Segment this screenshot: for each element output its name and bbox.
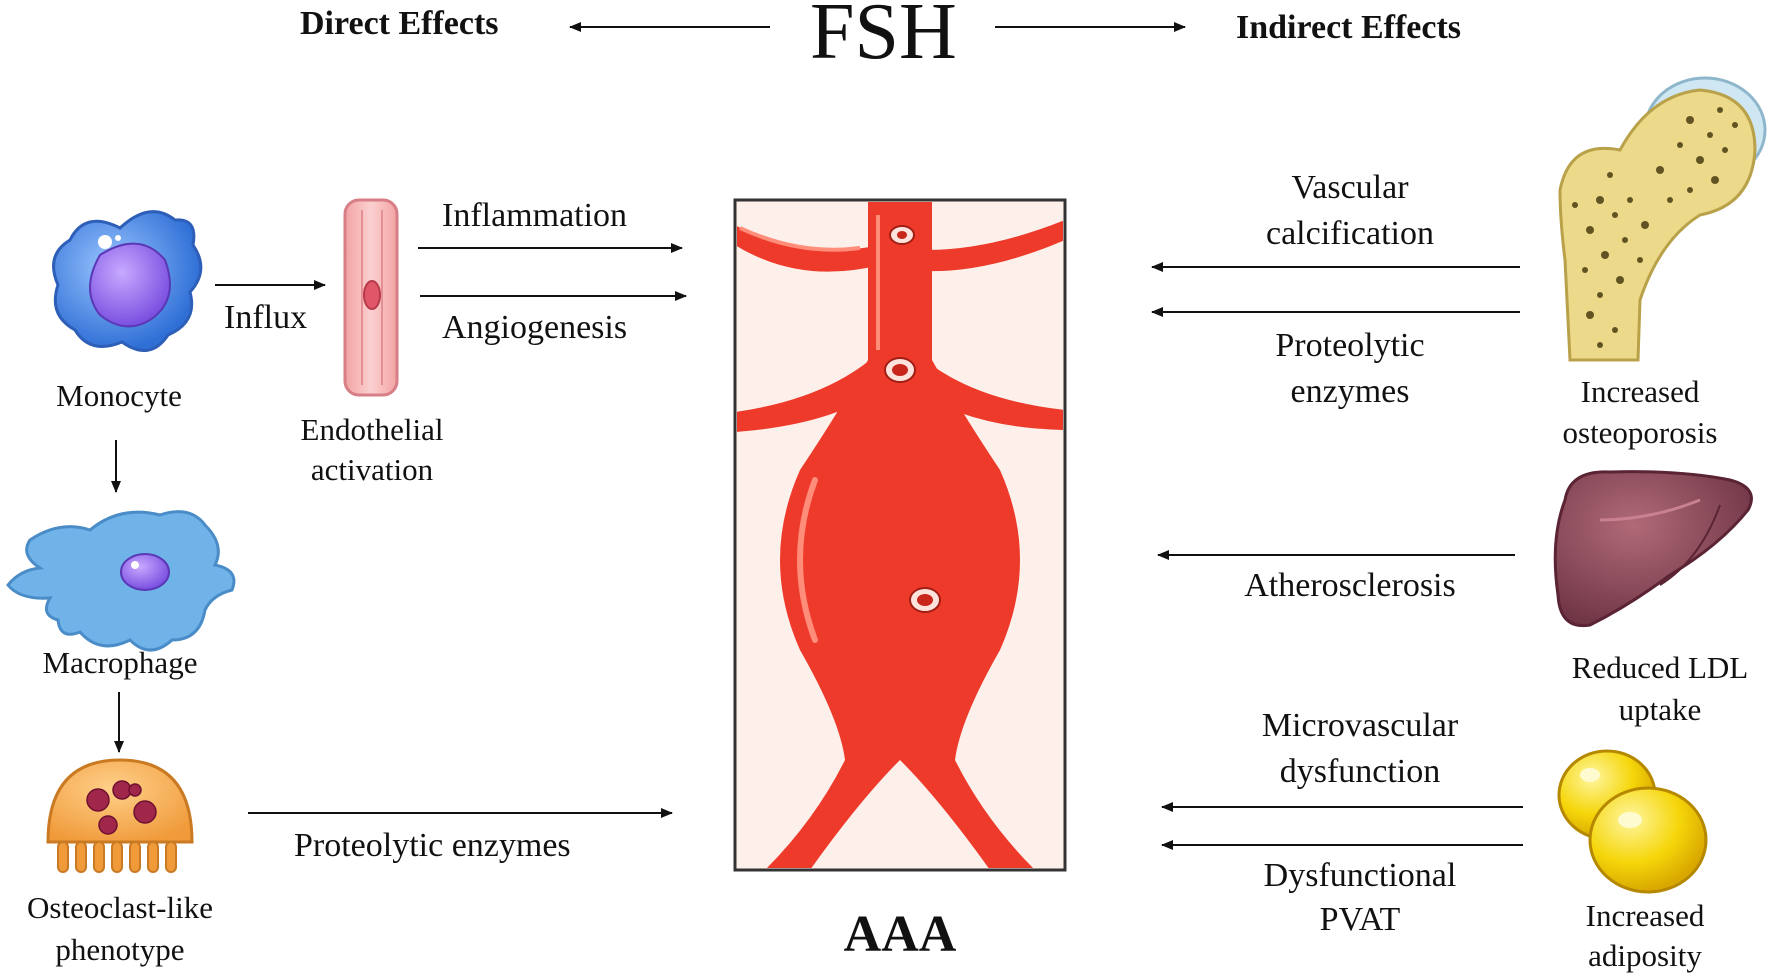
atherosclerosis-label: Atherosclerosis bbox=[1244, 567, 1456, 604]
monocyte-icon bbox=[52, 210, 203, 352]
adiposity-label-line2: adiposity bbox=[1588, 938, 1702, 973]
osteoclast-label-line2: phenotype bbox=[55, 932, 185, 967]
endothelial-label-line2: activation bbox=[310, 452, 434, 487]
macrophage-icon bbox=[6, 510, 236, 652]
endothelial-label-line1: Endothelial bbox=[300, 412, 444, 447]
direct-effects-heading: Direct Effects bbox=[300, 5, 499, 42]
proteolytic-enzymes-right-line1: Proteolytic bbox=[1275, 327, 1425, 364]
ldl-label-line2: uptake bbox=[1618, 692, 1702, 727]
endothelial-cell-icon bbox=[343, 198, 399, 397]
osteoclast-icon bbox=[46, 758, 194, 873]
ldl-label-line1: Reduced LDL bbox=[1571, 650, 1749, 685]
liver-icon bbox=[1553, 470, 1753, 628]
indirect-effects-heading: Indirect Effects bbox=[1236, 9, 1462, 46]
pvat-label-line1: Dysfunctional bbox=[1263, 857, 1457, 894]
fsh-title: FSH bbox=[810, 0, 957, 76]
proteolytic-enzymes-right-line2: enzymes bbox=[1290, 373, 1410, 410]
microvascular-label-line2: dysfunction bbox=[1279, 753, 1441, 790]
aaa-aorta-illustration bbox=[733, 198, 1067, 872]
adipocyte-icon bbox=[1557, 749, 1708, 894]
influx-label: Influx bbox=[224, 299, 308, 336]
macrophage-label: Macrophage bbox=[42, 645, 198, 680]
inflammation-label: Inflammation bbox=[442, 197, 628, 234]
osteoporosis-label-line2: osteoporosis bbox=[1562, 415, 1718, 450]
aaa-label: AAA bbox=[843, 906, 957, 963]
osteoporosis-label-line1: Increased bbox=[1580, 374, 1700, 409]
monocyte-label: Monocyte bbox=[56, 378, 182, 413]
vascular-calcification-line1: Vascular bbox=[1291, 169, 1409, 206]
osteoclast-label-line1: Osteoclast-like bbox=[27, 890, 213, 925]
angiogenesis-label: Angiogenesis bbox=[442, 309, 628, 346]
proteolytic-enzymes-left-label: Proteolytic enzymes bbox=[294, 827, 571, 864]
microvascular-label-line1: Microvascular bbox=[1261, 707, 1459, 744]
pvat-label-line2: PVAT bbox=[1319, 901, 1401, 938]
vascular-calcification-line2: calcification bbox=[1265, 215, 1434, 252]
adiposity-label-line1: Increased bbox=[1585, 898, 1705, 933]
bone-osteoporosis-icon bbox=[1558, 76, 1767, 362]
